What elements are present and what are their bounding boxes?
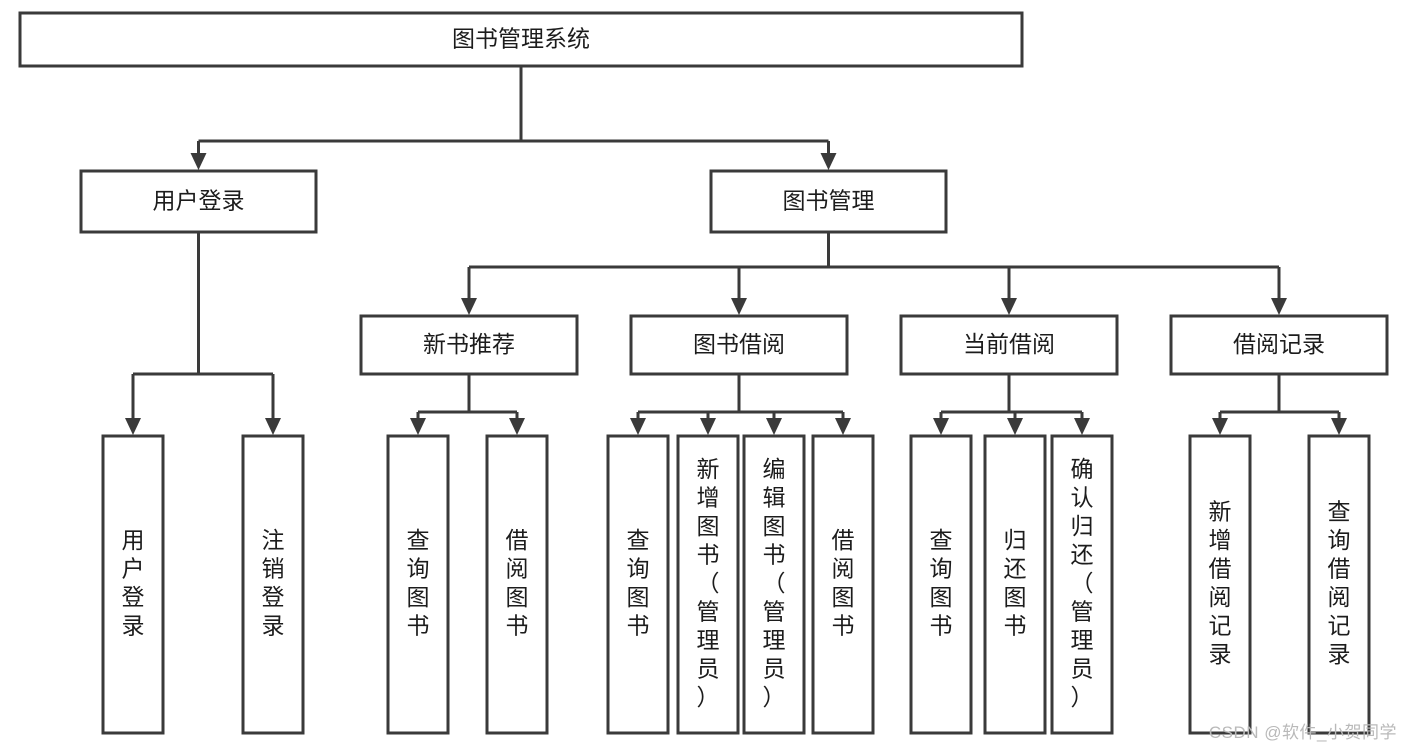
node-box-leaf-query-2 — [606, 434, 670, 735]
node-root[interactable]: 图书管理系统 — [18, 11, 1024, 68]
node-leaf-logout[interactable]: 注销登录 — [241, 434, 305, 735]
node-label-leaf-logout: 注销登录 — [262, 527, 285, 639]
node-leaf-edit-book[interactable]: 编辑图书（管理员） — [742, 434, 806, 735]
node-label-book-borrow: 图书借阅 — [693, 331, 785, 357]
arrowhead-user-login — [190, 153, 207, 170]
connector-edges-layer — [125, 66, 1347, 435]
node-leaf-return[interactable]: 归还图书 — [983, 434, 1047, 735]
arrowhead-leaf-edit-book — [766, 418, 782, 435]
node-leaf-borrow-1[interactable]: 借阅图书 — [485, 434, 549, 735]
node-box-leaf-add-rec — [1188, 434, 1252, 735]
node-leaf-confirm[interactable]: 确认归还（管理员） — [1050, 434, 1114, 735]
arrowhead-current-borrow — [1001, 298, 1017, 315]
node-leaf-add-rec[interactable]: 新增借阅记录 — [1188, 434, 1252, 735]
node-label-leaf-query-1: 查询图书 — [407, 527, 430, 639]
node-label-leaf-edit-book: 编辑图书（管理员） — [763, 456, 786, 710]
arrowhead-leaf-borrow-2 — [835, 418, 851, 435]
node-new-book-rec[interactable]: 新书推荐 — [359, 314, 579, 376]
node-label-leaf-return: 归还图书 — [1004, 527, 1027, 639]
arrowhead-leaf-query-3 — [933, 418, 949, 435]
node-box-leaf-confirm — [1050, 434, 1114, 735]
arrowhead-leaf-borrow-1 — [509, 418, 525, 435]
node-label-current-borrow: 当前借阅 — [963, 331, 1055, 357]
arrowhead-book-borrow — [731, 298, 747, 315]
node-label-root: 图书管理系统 — [452, 26, 590, 52]
arrowhead-new-book-rec — [461, 298, 477, 315]
node-label-leaf-user-login: 用户登录 — [122, 527, 145, 639]
node-box-leaf-return — [983, 434, 1047, 735]
node-box-leaf-user-login — [101, 434, 165, 735]
diagram-nodes-layer: 图书管理系统用户登录图书管理新书推荐图书借阅当前借阅借阅记录用户登录注销登录查询… — [18, 11, 1389, 735]
node-box-book-manage — [709, 169, 948, 234]
arrowhead-leaf-add-book — [700, 418, 716, 435]
node-user-login[interactable]: 用户登录 — [79, 169, 318, 234]
node-box-book-borrow — [629, 314, 849, 376]
arrowhead-leaf-logout — [265, 418, 281, 435]
node-leaf-query-1[interactable]: 查询图书 — [386, 434, 450, 735]
node-box-leaf-query-rec — [1307, 434, 1371, 735]
node-box-leaf-add-book — [676, 434, 740, 735]
node-box-leaf-logout — [241, 434, 305, 735]
arrowhead-leaf-user-login — [125, 418, 141, 435]
node-box-root — [18, 11, 1024, 68]
arrowhead-leaf-query-rec — [1331, 418, 1347, 435]
node-box-current-borrow — [899, 314, 1119, 376]
arrowhead-leaf-add-rec — [1212, 418, 1228, 435]
arrowhead-book-manage — [820, 153, 837, 170]
node-label-book-manage: 图书管理 — [783, 188, 875, 214]
node-label-leaf-query-rec: 查询借阅记录 — [1328, 499, 1351, 668]
node-book-borrow[interactable]: 图书借阅 — [629, 314, 849, 376]
node-label-borrow-record: 借阅记录 — [1233, 331, 1325, 357]
arrowhead-leaf-confirm — [1074, 418, 1090, 435]
node-box-leaf-query-3 — [909, 434, 973, 735]
node-box-leaf-borrow-1 — [485, 434, 549, 735]
node-box-leaf-query-1 — [386, 434, 450, 735]
arrowhead-leaf-query-2 — [630, 418, 646, 435]
node-leaf-query-rec[interactable]: 查询借阅记录 — [1307, 434, 1371, 735]
node-leaf-query-3[interactable]: 查询图书 — [909, 434, 973, 735]
node-label-leaf-query-2: 查询图书 — [627, 527, 650, 639]
node-leaf-borrow-2[interactable]: 借阅图书 — [811, 434, 875, 735]
node-label-user-login: 用户登录 — [153, 188, 245, 214]
node-label-leaf-add-book: 新增图书（管理员） — [697, 456, 720, 710]
node-box-leaf-edit-book — [742, 434, 806, 735]
node-leaf-query-2[interactable]: 查询图书 — [606, 434, 670, 735]
arrowhead-leaf-return — [1007, 418, 1023, 435]
node-box-new-book-rec — [359, 314, 579, 376]
node-current-borrow[interactable]: 当前借阅 — [899, 314, 1119, 376]
node-label-leaf-borrow-2: 借阅图书 — [832, 527, 855, 639]
node-label-leaf-borrow-1: 借阅图书 — [506, 527, 529, 639]
arrowhead-leaf-query-1 — [410, 418, 426, 435]
node-label-leaf-query-3: 查询图书 — [930, 527, 953, 639]
node-leaf-add-book[interactable]: 新增图书（管理员） — [676, 434, 740, 735]
node-leaf-user-login[interactable]: 用户登录 — [101, 434, 165, 735]
node-box-user-login — [79, 169, 318, 234]
node-label-new-book-rec: 新书推荐 — [423, 331, 515, 357]
node-box-leaf-borrow-2 — [811, 434, 875, 735]
arrowhead-borrow-record — [1271, 298, 1287, 315]
node-label-leaf-add-rec: 新增借阅记录 — [1209, 499, 1232, 668]
node-book-manage[interactable]: 图书管理 — [709, 169, 948, 234]
node-borrow-record[interactable]: 借阅记录 — [1169, 314, 1389, 376]
node-label-leaf-confirm: 确认归还（管理员） — [1071, 456, 1094, 710]
node-box-borrow-record — [1169, 314, 1389, 376]
